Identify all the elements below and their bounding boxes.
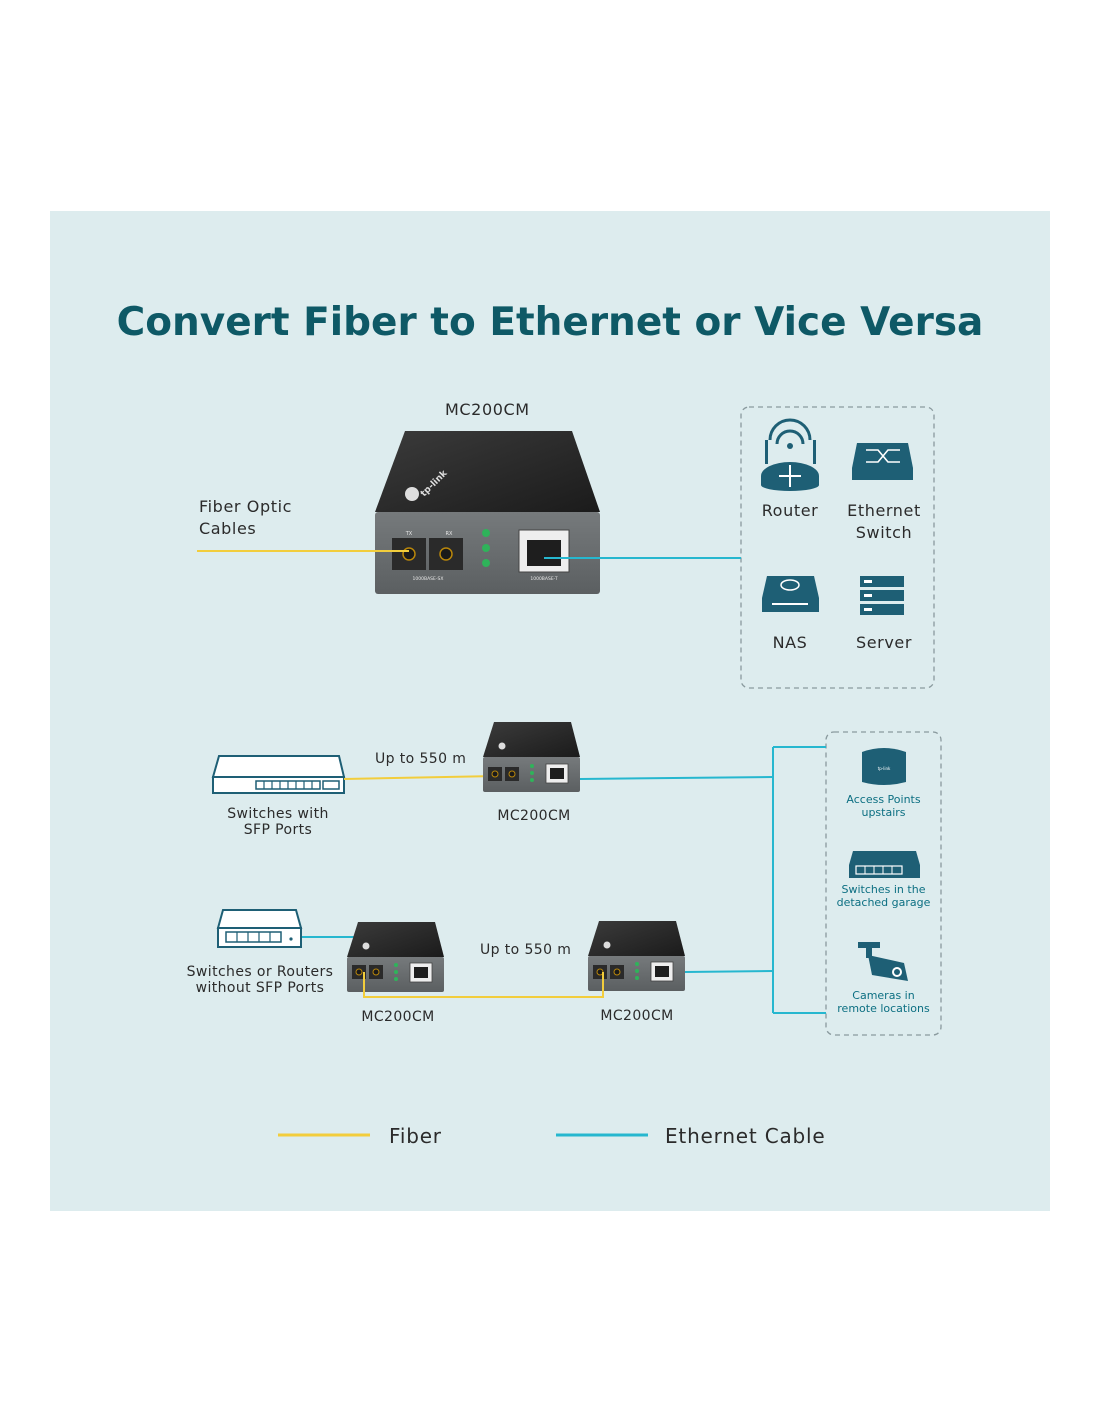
page-title: Convert Fiber to Ethernet or Vice Versa [116, 300, 984, 345]
s1-device-label: MC200CM [497, 808, 571, 824]
s2-source-label: Switches or Routers without SFP Ports [186, 964, 334, 996]
nas-label: NAS [772, 633, 808, 652]
s2-device-left-label: MC200CM [361, 1009, 435, 1025]
legend-ethernet-label: Ethernet Cable [665, 1124, 826, 1148]
fiber-port-label: 1000BASE-SX [413, 576, 444, 582]
tx-port-label: TX [405, 531, 413, 537]
s1-source-label: Switches with SFP Ports [227, 806, 329, 838]
ethernet-switch-icon [852, 443, 913, 480]
camera-icon [858, 942, 908, 981]
nas-icon [762, 576, 819, 612]
fiber-line-s2 [363, 972, 604, 998]
access-points-label: Access Points upstairs [846, 793, 921, 819]
media-converter-s1 [483, 722, 580, 792]
server-icon [860, 576, 904, 615]
media-converter-large [375, 431, 600, 594]
copper-port-label: 1000BASE-T [530, 576, 558, 582]
s2-distance-label: Up to 550 m [480, 942, 572, 958]
s2-device-right-label: MC200CM [600, 1008, 674, 1024]
ethernet-distribution-bus [772, 746, 826, 1014]
fiber-line-s1 [343, 775, 498, 780]
sfp-switch-icon [211, 755, 346, 794]
diagram-panel [50, 211, 1050, 1211]
ethernet-line-s2-right [684, 970, 774, 973]
top-device-label: MC200CM [445, 400, 530, 419]
ethernet-switch-label: Ethernet Switch [847, 501, 921, 542]
non-sfp-switch-icon [216, 909, 303, 948]
router-label: Router [761, 501, 819, 520]
access-point-icon: tp-link [862, 748, 906, 785]
garage-switches-label: Switches in the detached garage [836, 883, 931, 909]
s1-distance-label: Up to 550 m [375, 751, 467, 767]
media-converter-s2-right [588, 921, 685, 991]
router-icon [761, 418, 819, 491]
cameras-label: Cameras in remote locations [837, 989, 930, 1015]
rx-port-label: RX [446, 531, 453, 537]
fiber-optic-cables-label: Fiber Optic Cables [199, 497, 293, 538]
media-converter-s2-left [347, 922, 444, 992]
switch-icon [849, 851, 920, 878]
ethernet-line-s1 [579, 776, 774, 780]
legend-fiber-label: Fiber [389, 1124, 442, 1148]
server-label: Server [855, 633, 913, 652]
remote-destinations-group [825, 731, 942, 1036]
svg-text:tp-link: tp-link [878, 766, 891, 771]
